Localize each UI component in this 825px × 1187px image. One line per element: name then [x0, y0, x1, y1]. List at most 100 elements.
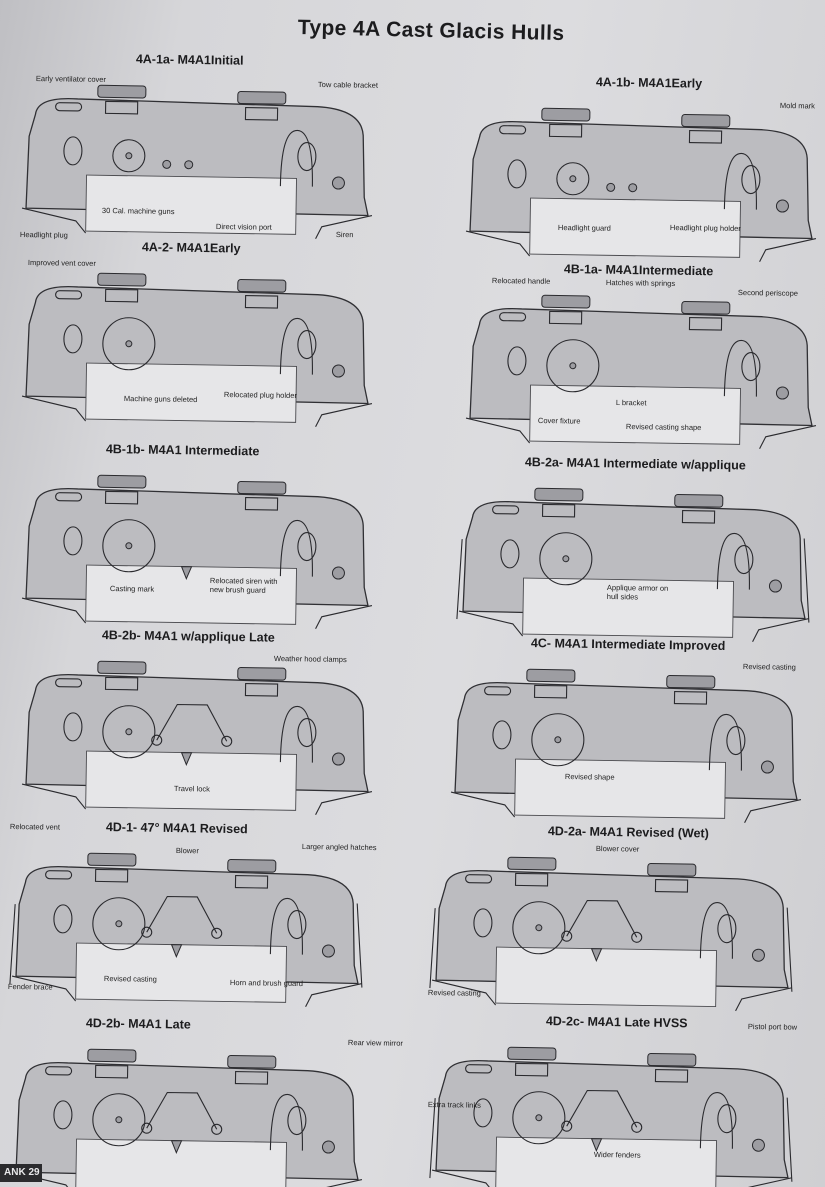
- hull-drawing: [11, 1048, 363, 1187]
- siren-guard: [699, 1091, 733, 1149]
- callout-label: Relocated plug holder: [223, 390, 297, 401]
- right-headlight: [741, 351, 761, 382]
- callout-label: Headlight guard: [557, 223, 611, 233]
- siren-guard: [279, 317, 313, 375]
- bow-housing: [92, 1093, 146, 1147]
- callout-label: Wider fenders: [593, 1150, 641, 1160]
- diagram-title: 4B-2b- M4A1 w/applique Late: [101, 628, 275, 645]
- bow-center: [562, 555, 570, 563]
- applique-armor: [429, 1097, 793, 1182]
- vent-cover: [55, 290, 83, 300]
- machine-gun-right: [184, 160, 194, 170]
- left-fender: [21, 597, 87, 624]
- bow-housing: [112, 139, 146, 173]
- callout-label: Improved vent cover: [27, 258, 96, 268]
- right-headlight: [297, 531, 317, 562]
- bow-housing: [512, 901, 566, 955]
- hatch-2: [681, 301, 731, 315]
- bow-housing: [531, 713, 585, 767]
- bow-housing: [556, 162, 590, 196]
- callout-label: Early ventilator cover: [35, 74, 107, 84]
- bow-center: [569, 175, 577, 183]
- vent-cover: [484, 686, 512, 696]
- lock-pivot-left: [561, 1120, 573, 1132]
- bow-center: [125, 340, 133, 348]
- siren: [760, 760, 774, 774]
- left-headlight: [507, 159, 527, 189]
- hatch-2: [647, 1053, 697, 1067]
- hull-illustration: [465, 107, 817, 262]
- siren-guard: [279, 705, 313, 763]
- diagram-title: 4D-2b- M4A1 Late: [85, 1016, 191, 1032]
- siren-guard: [279, 519, 313, 577]
- lock-pivot-left: [141, 1122, 153, 1134]
- periscope-1: [514, 1062, 549, 1077]
- hull-drawing: [429, 1046, 793, 1187]
- vent-cover: [55, 492, 83, 502]
- hatch-2: [237, 279, 287, 293]
- hull-illustration: [21, 272, 373, 427]
- periscope-2: [654, 1069, 689, 1083]
- siren: [331, 176, 345, 190]
- callout-label: Mold mark: [779, 101, 816, 111]
- left-fender: [21, 395, 87, 422]
- left-headlight: [473, 1098, 493, 1128]
- diagram-title: 4D-2c- M4A1 Late HVSS: [545, 1014, 688, 1031]
- lower-plate: [514, 758, 726, 819]
- right-fender: [735, 1177, 793, 1187]
- lower-plate: [85, 750, 297, 811]
- casting-mark: [170, 1140, 183, 1154]
- periscope-1: [104, 490, 139, 505]
- diagram-title: 4D-1- 47° M4A1 Revised: [105, 820, 248, 837]
- bow-housing: [92, 897, 146, 951]
- left-headlight: [500, 539, 520, 569]
- hatch-1: [526, 668, 576, 683]
- hatch-1: [87, 852, 137, 867]
- periscope-1: [104, 676, 139, 691]
- callout-label: Blower cover: [595, 844, 640, 854]
- periscope-2: [244, 497, 279, 511]
- lock-pivot-right: [211, 927, 223, 939]
- right-headlight: [734, 544, 754, 575]
- lock-pivot-right: [211, 1123, 223, 1135]
- periscope-2: [688, 317, 723, 331]
- right-fender: [752, 618, 810, 642]
- callout-label: Travel lock: [173, 784, 210, 794]
- left-fender: [431, 1169, 497, 1187]
- hull-illustration: [21, 660, 373, 815]
- casting-mark: [590, 1138, 603, 1152]
- vent-cover: [45, 1066, 73, 1076]
- right-fender: [305, 1179, 363, 1187]
- hull-illustration: [456, 487, 810, 642]
- hatch-2: [227, 859, 277, 873]
- right-headlight: [741, 164, 761, 195]
- travel-lock: [146, 895, 218, 934]
- left-fender: [431, 979, 497, 1006]
- left-fender: [11, 975, 77, 1002]
- vent-cover: [55, 102, 83, 112]
- left-headlight: [63, 526, 83, 556]
- periscope-2: [244, 295, 279, 309]
- left-headlight: [473, 908, 493, 938]
- left-fender: [21, 783, 87, 810]
- callout-label: Headlight plug: [19, 230, 68, 240]
- hatch-2: [237, 667, 287, 681]
- hull-illustration: [21, 84, 373, 239]
- lower-plate: [522, 577, 734, 638]
- lower-plate: [85, 174, 297, 235]
- callout-label: Hatches with springs: [605, 278, 676, 288]
- siren: [775, 199, 789, 213]
- vent-cover: [465, 1064, 493, 1074]
- siren: [331, 364, 345, 378]
- callout-label: Machine guns deleted: [123, 394, 198, 405]
- hull-drawing: [465, 294, 817, 449]
- hatch-1: [97, 660, 147, 675]
- diagram-title: 4D-2a- M4A1 Revised (Wet): [547, 824, 709, 841]
- periscope-1: [104, 100, 139, 115]
